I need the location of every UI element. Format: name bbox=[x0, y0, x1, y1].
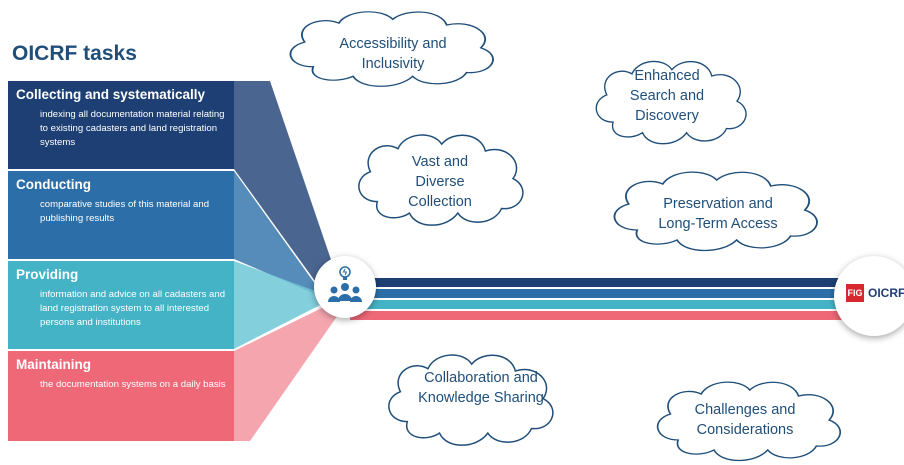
oicrf-logo: FIG OICRF bbox=[834, 256, 904, 336]
stripe-1 bbox=[350, 278, 850, 287]
cloud-text-search: Enhanced Search and Discovery bbox=[629, 68, 705, 124]
cloud-text-preservation: Preservation and Long-Term Access bbox=[658, 196, 778, 232]
team-hub bbox=[314, 256, 376, 318]
stripe-3 bbox=[350, 300, 850, 309]
cloud-text-challenges: Challenges and Considerations bbox=[694, 402, 796, 438]
stripe-2 bbox=[350, 289, 850, 298]
cloud-text-collaboration: Collaboration and Knowledge Sharing bbox=[418, 370, 544, 406]
funnel-band-2 bbox=[234, 171, 320, 296]
task-providing: Providing information and advice on all … bbox=[8, 261, 234, 349]
task-heading: Collecting and systematically bbox=[16, 87, 206, 102]
task-description: indexing all documentation material rela… bbox=[40, 109, 225, 148]
task-description: comparative studies of this material and… bbox=[40, 199, 210, 224]
fig-logo-mark: FIG bbox=[846, 284, 864, 302]
task-description: information and advice on all cadasters … bbox=[40, 289, 226, 328]
logo-name: OICRF bbox=[868, 286, 904, 300]
cloud-text-accessibility: Accessibility and Inclusivity bbox=[339, 36, 447, 72]
task-description: the documentation systems on a daily bas… bbox=[40, 379, 226, 390]
page-title: OICRF tasks bbox=[12, 42, 137, 65]
funnel-band-1 bbox=[234, 81, 340, 288]
task-maintaining: Maintaining the documentation systems on… bbox=[8, 351, 234, 441]
stripe-4 bbox=[350, 311, 850, 320]
cloud-text-vast: Vast and Diverse Collection bbox=[408, 154, 472, 210]
task-collecting: Collecting and systematically indexing a… bbox=[8, 81, 234, 169]
task-heading: Providing bbox=[16, 267, 79, 282]
task-heading: Maintaining bbox=[16, 357, 91, 372]
task-conducting: Conducting comparative studies of this m… bbox=[8, 171, 234, 259]
funnel-band-3 bbox=[234, 261, 330, 349]
funnel-band-4 bbox=[234, 304, 340, 441]
task-heading: Conducting bbox=[16, 177, 91, 192]
team-idea-icon bbox=[328, 266, 362, 302]
